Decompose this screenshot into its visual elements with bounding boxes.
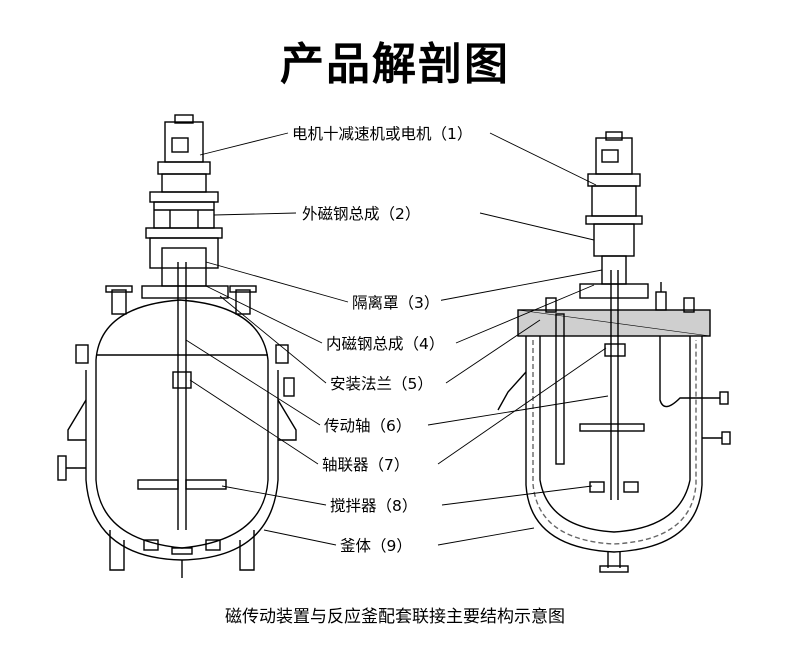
diagram-title: 产品解剖图 xyxy=(280,39,510,90)
left-reactor xyxy=(57,114,297,578)
right-jacket xyxy=(525,336,703,553)
label-drive-shaft: 传动轴（6） xyxy=(322,414,414,436)
left-vessel-bottom xyxy=(95,479,269,549)
label-agitator: 搅拌器（8） xyxy=(328,494,420,516)
right-reactor xyxy=(497,131,731,573)
leader-lines xyxy=(185,132,609,546)
label-coupling: 轴联器（7） xyxy=(320,453,412,475)
left-vessel-top xyxy=(95,299,269,361)
right-inner-wall xyxy=(539,336,691,533)
label-vessel-body: 釜体（9） xyxy=(338,534,414,556)
diagram-caption: 磁传动装置与反应釜配套联接主要结构示意图 xyxy=(225,607,565,627)
left-coupling xyxy=(172,371,192,389)
label-motor: 电机十减速机或电机（1） xyxy=(290,122,475,144)
label-outer-magnet: 外磁钢总成（2） xyxy=(300,202,423,224)
label-inner-magnet: 内磁钢总成（4） xyxy=(324,332,447,354)
label-isolation-cover: 隔离罩（3） xyxy=(350,291,442,313)
left-motor xyxy=(164,121,204,163)
label-mounting-flange: 安装法兰（5） xyxy=(328,372,435,394)
